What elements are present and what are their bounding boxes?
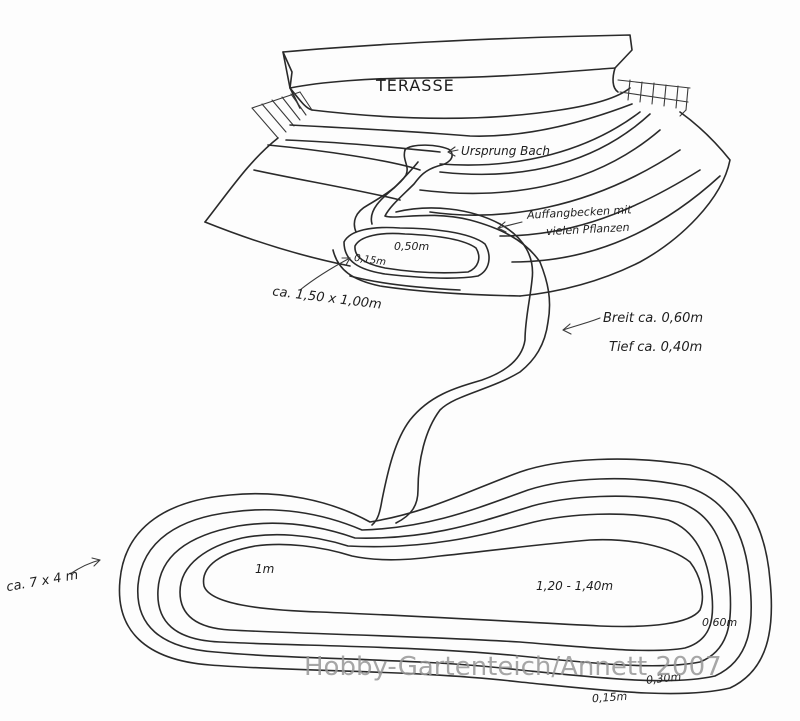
pond-shelf-1-label: 0,60m xyxy=(702,616,738,629)
terrace-label: TERASSE xyxy=(376,76,455,95)
basin-depth-label: 0,50m xyxy=(394,240,430,253)
source-label: Ursprung Bach xyxy=(461,144,550,158)
stream-channel xyxy=(353,144,551,526)
terrace-outline xyxy=(282,34,633,120)
pond-depth-shallow-label: 1m xyxy=(255,562,275,576)
watermark: Hobby-Gartenteich/Annett 2007 xyxy=(304,652,722,682)
collection-basin xyxy=(332,226,521,297)
pond-shelf-3-label: 0,15m xyxy=(591,689,628,706)
stairs-left xyxy=(251,91,313,139)
annotation-arrows xyxy=(69,146,601,575)
pond-outline xyxy=(118,458,773,695)
pond-depth-deep-label: 1,20 - 1,40m xyxy=(536,579,614,593)
slope-terraces xyxy=(204,103,731,297)
stream-width-label: Breit ca. 0,60m xyxy=(603,311,704,326)
stream-depth-label: Tief ca. 0,40m xyxy=(609,340,703,355)
stairs-right xyxy=(617,79,691,117)
